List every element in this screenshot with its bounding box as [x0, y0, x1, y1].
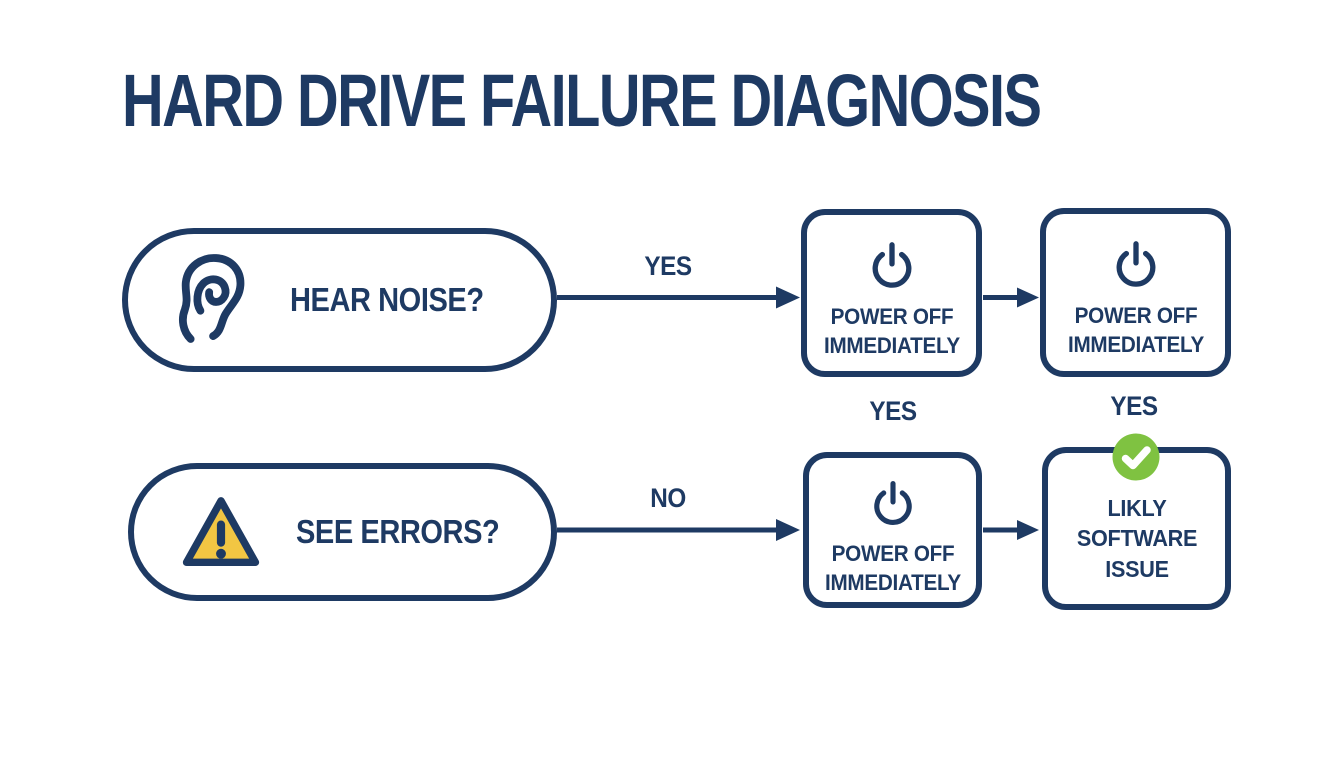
ear-icon — [179, 254, 245, 343]
power-icon — [872, 242, 911, 288]
power-icon — [1116, 241, 1155, 287]
question-see-errors-label: SEE ERRORS? — [296, 513, 500, 550]
node-hear-noise: HEAR NOISE? — [122, 228, 557, 372]
branch-label-yes-2: YES — [1110, 391, 1158, 421]
node-software-issue-label: LIKLY SOFTWARE ISSUE — [1076, 495, 1197, 582]
question-hear-noise-label: HEAR NOISE? — [290, 281, 484, 318]
arrow-label-yes: YES — [644, 251, 692, 281]
power-icon — [873, 480, 912, 525]
node-power-off-3: POWER OFF IMMEDIATELY — [803, 452, 982, 608]
node-see-errors: SEE ERRORS? — [128, 463, 557, 601]
node-power-off-1-label: POWER OFF IMMEDIATELY — [823, 304, 960, 359]
node-power-off-1: POWER OFF IMMEDIATELY — [801, 209, 982, 377]
branch-label-yes-1: YES — [869, 396, 917, 426]
node-power-off-3-label: POWER OFF IMMEDIATELY — [824, 541, 961, 596]
check-circle-icon — [1112, 433, 1160, 481]
warning-triangle-icon — [182, 497, 260, 567]
node-power-off-2-label: POWER OFF IMMEDIATELY — [1067, 303, 1204, 358]
node-power-off-2: POWER OFF IMMEDIATELY — [1040, 208, 1231, 377]
arrow-label-no: NO — [650, 483, 686, 513]
page-title: HARD DRIVE FAILURE DIAGNOSIS — [122, 59, 1042, 142]
